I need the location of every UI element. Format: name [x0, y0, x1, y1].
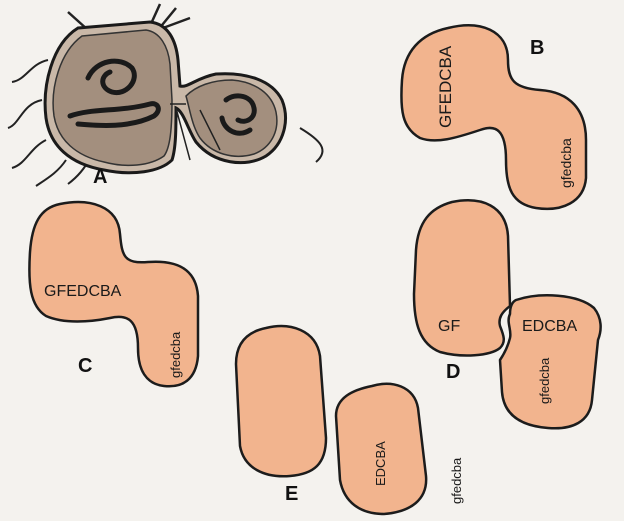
panel-b: GFEDCBA gfedcba B	[401, 25, 586, 209]
panel-b-lower-text: gfedcba	[558, 138, 574, 188]
panel-d-label: D	[446, 361, 460, 383]
panel-d-lower-text: gfedcba	[537, 357, 552, 404]
panel-c-label: C	[78, 355, 92, 377]
panel-e-label: E	[285, 483, 298, 505]
panel-c: GFEDCBA gfedcba C	[29, 202, 198, 386]
panel-b-label: B	[530, 37, 544, 59]
panel-a-drawing: A	[8, 4, 323, 188]
panel-d-left-cell	[414, 200, 510, 355]
panel-d-left-text: GF	[438, 318, 460, 335]
panel-e-left-cell	[236, 326, 326, 476]
panel-e-middle-text: EDCBA	[373, 441, 388, 486]
panel-e: EDCBA gfedcba E	[236, 326, 464, 514]
panel-d: GF EDCBA gfedcba D	[414, 200, 601, 428]
panel-e-side-text: gfedcba	[449, 457, 464, 504]
panel-c-lower-text: gfedcba	[168, 331, 183, 378]
panel-b-upper-text: GFEDCBA	[436, 45, 455, 128]
panel-d-right-text: EDCBA	[522, 318, 577, 335]
panel-c-upper-text: GFEDCBA	[44, 283, 122, 300]
panel-a-label: A	[93, 166, 107, 188]
